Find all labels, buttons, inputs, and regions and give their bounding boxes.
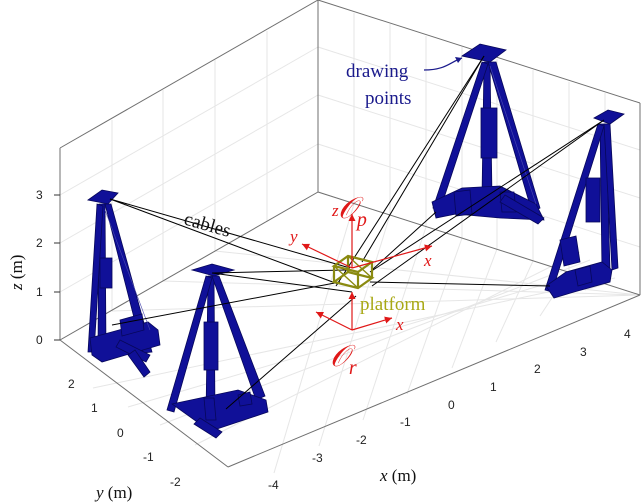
x-tick-labels: -4 -3 -2 -1 0 1 2 3 4 xyxy=(268,327,631,492)
tick-marks xyxy=(54,194,60,341)
platform-frame-z-label: z xyxy=(331,201,339,220)
drawing-points-label-line2: points xyxy=(365,88,411,109)
x-tick-4: 4 xyxy=(624,327,631,341)
tower-left-back xyxy=(87,189,161,378)
reference-frame xyxy=(315,292,393,331)
back-grid xyxy=(59,13,641,474)
x-tick-neg4: -4 xyxy=(268,478,279,492)
cables xyxy=(109,55,605,410)
drawing-points-label-line1: drawing xyxy=(346,61,409,82)
platform-frame-y-label: y xyxy=(288,227,298,246)
x-tick-neg3: -3 xyxy=(312,451,323,465)
reference-frame-origin: 𝒪r xyxy=(330,340,357,379)
cables-label: cables xyxy=(182,209,233,242)
platform-frame xyxy=(301,214,433,269)
x-tick-0: 0 xyxy=(448,398,455,412)
drawing-points-arrow xyxy=(423,57,463,71)
x-axis-label: x (m) xyxy=(379,466,416,485)
tower-back-center xyxy=(431,43,545,225)
reference-frame-x-label: x xyxy=(395,315,404,334)
y-tick-2: 2 xyxy=(68,377,75,391)
platform-frame-x-label: x xyxy=(423,251,432,270)
z-tick-3: 3 xyxy=(36,188,43,202)
tower-right xyxy=(544,109,625,299)
x-tick-2: 2 xyxy=(534,362,541,376)
x-tick-neg2: -2 xyxy=(356,433,367,447)
x-tick-1: 1 xyxy=(490,380,497,394)
z-axis-label: z (m) xyxy=(7,255,26,291)
x-tick-3: 3 xyxy=(580,345,587,359)
x-tick-neg1: -1 xyxy=(400,415,411,429)
drawing-points-arrowhead xyxy=(455,57,462,63)
y-tick-1: 1 xyxy=(91,401,98,415)
y-tick-0: 0 xyxy=(117,426,124,440)
z-tick-1: 1 xyxy=(36,285,43,299)
y-tick-neg2: -2 xyxy=(170,475,181,489)
z-tick-0: 0 xyxy=(36,333,43,347)
z-tick-2: 2 xyxy=(36,236,43,250)
z-tick-labels: 0 1 2 3 xyxy=(36,188,43,347)
platform-cube xyxy=(331,254,375,290)
y-tick-labels: 2 1 0 -1 -2 xyxy=(68,377,181,489)
tower-front-left xyxy=(166,263,269,439)
y-axis-label: y (m) xyxy=(94,483,132,502)
platform-label: platform xyxy=(360,294,426,315)
y-tick-neg1: -1 xyxy=(143,450,154,464)
